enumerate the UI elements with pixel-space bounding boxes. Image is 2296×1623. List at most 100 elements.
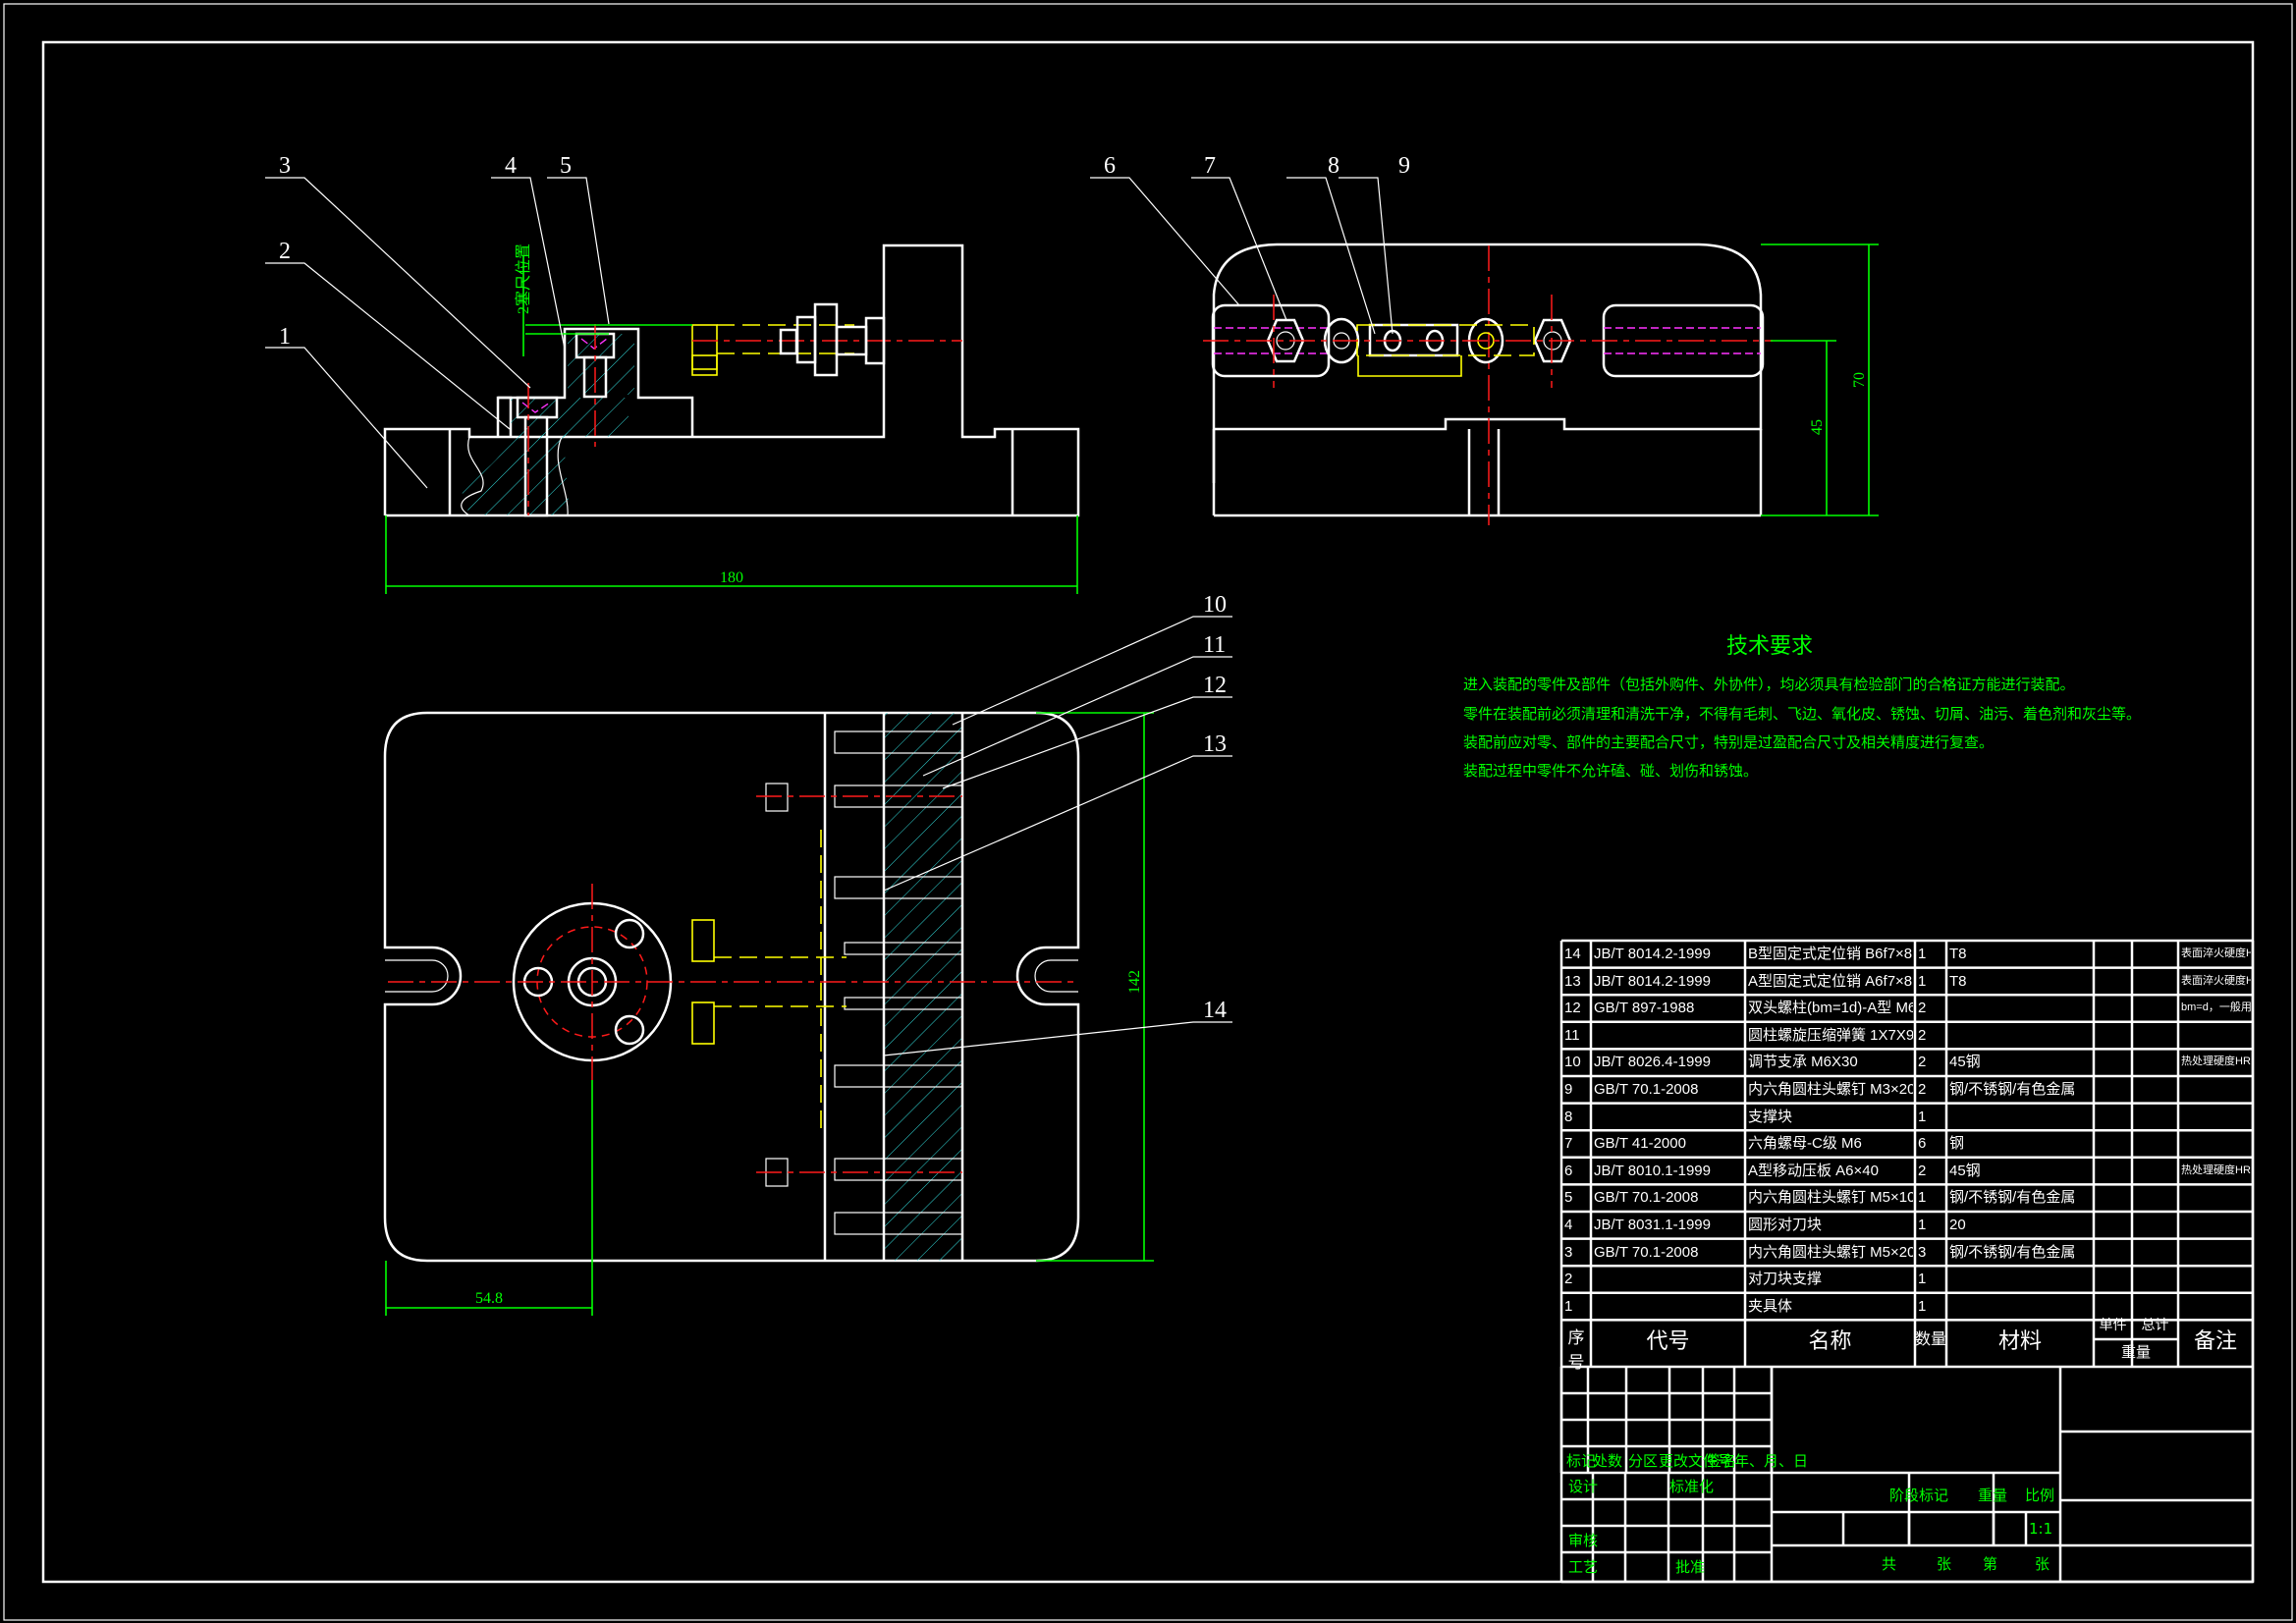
dim-70: 70 <box>1851 372 1868 388</box>
cell-name: 对刀块支撑 <box>1748 1271 1823 1288</box>
cell-remark: 热处理硬度HRC35~40 <box>2181 1163 2251 1176</box>
cell-qty: 1 <box>1918 946 1927 962</box>
label-design: 设计 <box>1568 1478 1599 1495</box>
cell-name: 圆柱螺旋压缩弹簧 1X7X9.7916 <box>1748 1026 1913 1044</box>
label-approve: 批准 <box>1675 1558 1706 1576</box>
cell-material: T8 <box>1949 946 1967 962</box>
dim-45: 45 <box>1809 419 1826 435</box>
cell-qty: 2 <box>1918 1000 1927 1017</box>
cell-material <box>1949 1293 2092 1321</box>
cell-material: 20 <box>1949 1217 1966 1233</box>
balloon-numbers: 1 2 3 4 5 6 7 8 9 10 11 12 13 14 <box>279 153 1410 1023</box>
cell-no: 4 <box>1564 1217 1573 1233</box>
balloon-leaders <box>265 177 1394 1056</box>
rev-date: 年、月、日 <box>1734 1452 1809 1470</box>
cell-no: 9 <box>1564 1081 1573 1098</box>
cell-name: 夹具体 <box>1748 1297 1793 1315</box>
header-weight: 重量 <box>2120 1343 2151 1361</box>
label-weight: 重量 <box>1978 1487 2008 1504</box>
tech-line-4: 装配过程中零件不允许磕、碰、划伤和锈蚀。 <box>1463 762 1759 780</box>
balloon-3: 3 <box>279 153 291 179</box>
cell-qty: 2 <box>1918 1026 1927 1044</box>
cell-material <box>1949 1104 2092 1131</box>
cell-no: 14 <box>1564 946 1581 962</box>
cell-name: 调节支承 M6X30 <box>1748 1054 1858 1071</box>
cell-code: GB/T 70.1-2008 <box>1594 1189 1699 1207</box>
cell-remark: 表面淬火硬度HRC58~64 <box>2181 947 2251 959</box>
balloon-11: 11 <box>1203 632 1226 658</box>
cell-code <box>1594 1022 1743 1050</box>
cell-remark <box>2181 1130 2251 1158</box>
rev-doc-no: 更改文件号 <box>1659 1452 1733 1470</box>
cell-name: 内六角圆柱头螺钉 M5×10 <box>1748 1189 1913 1207</box>
cell-code <box>1594 1104 1743 1131</box>
cell-qty: 1 <box>1918 972 1927 990</box>
cell-code <box>1594 1293 1743 1321</box>
cell-no: 7 <box>1564 1135 1573 1153</box>
balloon-10: 10 <box>1203 592 1227 618</box>
dim-180: 180 <box>720 569 743 586</box>
cell-material: 钢/不锈钢/有色金属 <box>1949 1081 2076 1098</box>
cell-no: 8 <box>1564 1108 1573 1125</box>
cell-no: 13 <box>1564 972 1581 990</box>
balloon-8: 8 <box>1328 153 1339 179</box>
cell-material: 45钢 <box>1949 1054 1981 1071</box>
cell-material: 45钢 <box>1949 1162 1981 1179</box>
cell-no: 10 <box>1564 1054 1581 1071</box>
cell-no: 6 <box>1564 1162 1573 1179</box>
dim-142: 142 <box>1126 970 1143 994</box>
feeler-gauge-annotation: 2塞尺位置 <box>515 243 532 314</box>
cell-material <box>1949 1022 2092 1050</box>
cell-no: 12 <box>1564 1000 1581 1017</box>
header-remark: 备注 <box>2193 1329 2237 1354</box>
rev-mark: 标记 <box>1566 1452 1597 1470</box>
cell-name: A型固定式定位销 A6f7×8 <box>1748 972 1913 990</box>
cell-name: 双头螺柱(bm=1d)-A型 M6×40 <box>1748 1000 1913 1017</box>
cell-code: JB/T 8010.1-1999 <box>1594 1162 1711 1179</box>
cell-name: 内六角圆柱头螺钉 M5×20 <box>1748 1243 1913 1261</box>
cell-no: 3 <box>1564 1243 1573 1261</box>
header-qty: 数量 <box>1915 1329 1947 1348</box>
cell-qty: 2 <box>1918 1054 1927 1071</box>
cell-remark <box>2181 1184 2251 1212</box>
balloon-9: 9 <box>1398 153 1410 179</box>
tech-requirements-title: 技术要求 <box>1726 634 1814 659</box>
rev-zone: 分区 <box>1628 1452 1659 1470</box>
cell-code <box>1594 1266 1743 1293</box>
title-block-grid <box>1559 1367 2255 1584</box>
cell-material: 钢/不锈钢/有色金属 <box>1949 1243 2076 1261</box>
cell-qty: 6 <box>1918 1135 1927 1153</box>
cell-remark <box>2181 1104 2251 1131</box>
cell-remark <box>2181 1293 2251 1321</box>
cell-name: A型移动压板 A6×40 <box>1748 1162 1879 1179</box>
cell-qty: 1 <box>1918 1189 1927 1207</box>
cell-no: 11 <box>1564 1026 1580 1044</box>
label-sheet-no: 第 <box>1983 1555 1998 1573</box>
scale-value: 1:1 <box>2029 1520 2053 1538</box>
cell-name: 内六角圆柱头螺钉 M3×20 <box>1748 1081 1913 1098</box>
cell-code: GB/T 70.1-2008 <box>1594 1081 1699 1098</box>
balloon-13: 13 <box>1203 731 1227 757</box>
header-total-weight: 总计 <box>2141 1318 2169 1333</box>
cell-code: GB/T 41-2000 <box>1594 1135 1686 1153</box>
parts-list-grid <box>1559 939 2255 1369</box>
cell-name: 圆形对刀块 <box>1748 1217 1823 1233</box>
balloon-6: 6 <box>1104 153 1116 179</box>
cell-qty: 1 <box>1918 1271 1927 1288</box>
balloon-2: 2 <box>279 239 291 264</box>
cell-name: B型固定式定位销 B6f7×8 <box>1748 946 1913 962</box>
tech-line-1: 进入装配的零件及部件（包括外购件、外协件），均必须具有检验部门的合格证方能进行装… <box>1463 676 2075 693</box>
cell-qty: 2 <box>1918 1081 1927 1098</box>
cell-qty: 1 <box>1918 1297 1927 1315</box>
label-standardize: 标准化 <box>1669 1478 1715 1495</box>
label-sheets-total: 共 <box>1882 1555 1897 1573</box>
plan-view: 142 54.8 <box>383 711 1154 1316</box>
balloon-7: 7 <box>1204 153 1216 179</box>
rev-count: 处数 <box>1593 1452 1623 1470</box>
tech-line-3: 装配前应对零、部件的主要配合尺寸，特别是过盈配合尺寸及相关精度进行复查。 <box>1463 733 1995 751</box>
rev-sign: 签名 <box>1707 1452 1737 1470</box>
cell-code: GB/T 897-1988 <box>1594 1000 1695 1017</box>
cell-code: GB/T 70.1-2008 <box>1594 1243 1699 1261</box>
header-unit-weight: 单件 <box>2099 1318 2127 1333</box>
